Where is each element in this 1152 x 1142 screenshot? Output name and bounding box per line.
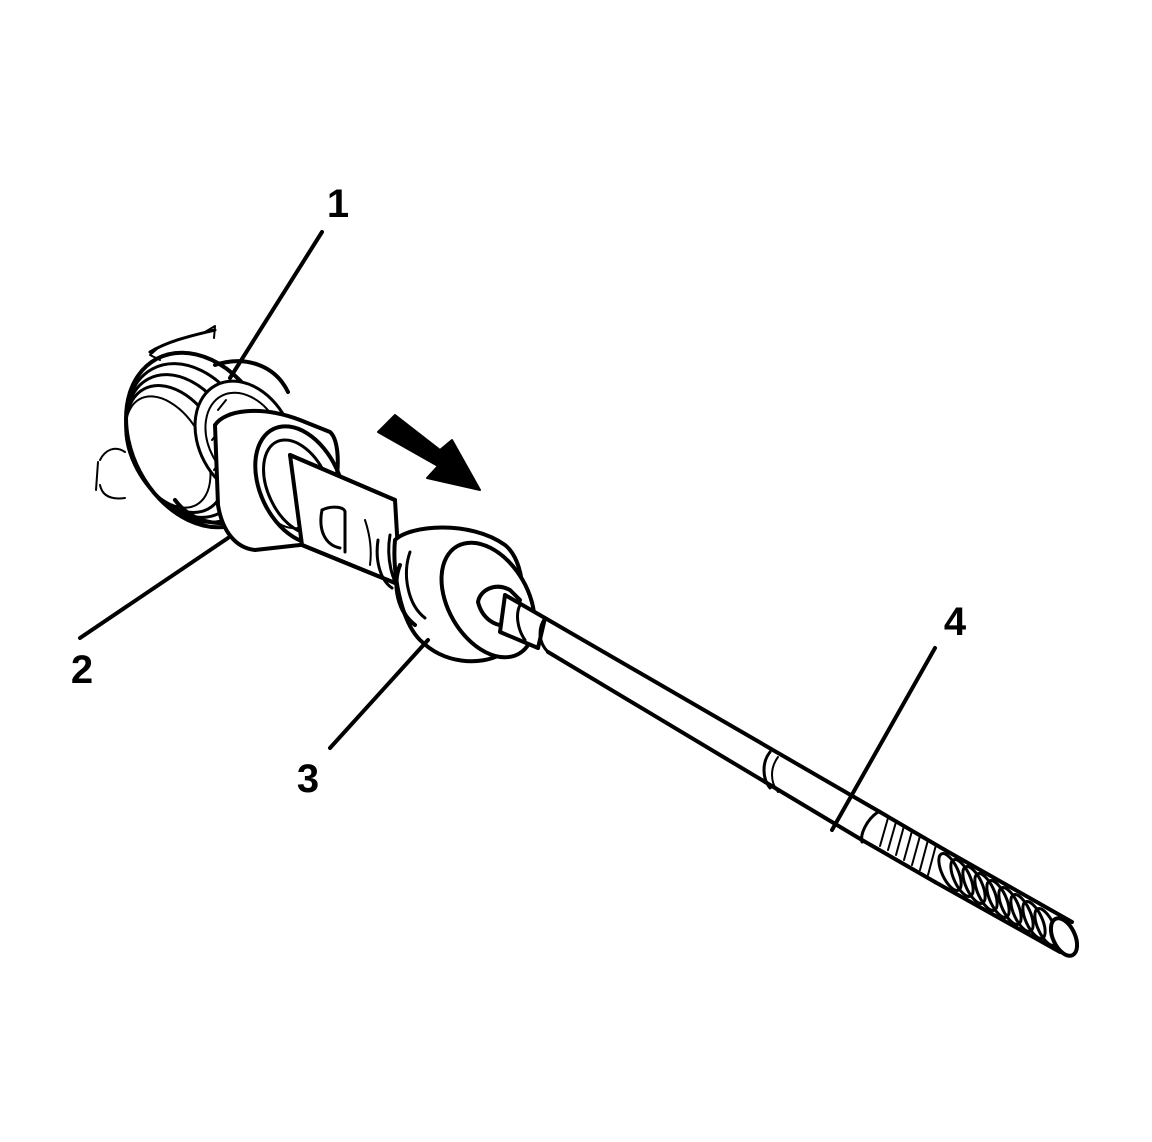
leader-lines — [78, 230, 937, 832]
callout-label-4: 4 — [944, 600, 967, 644]
leader-line-3 — [328, 638, 430, 750]
slotted-sleeve — [288, 453, 404, 594]
thread-coils — [937, 852, 1080, 958]
callout-label-3: 3 — [297, 757, 319, 801]
leader-line-1 — [228, 230, 324, 380]
direction-arrow-icon — [377, 414, 481, 491]
leader-line-4 — [830, 646, 937, 832]
callout-label-2: 2 — [71, 648, 93, 692]
threaded-shaft — [498, 593, 1080, 958]
callout-label-1: 1 — [327, 182, 349, 226]
leader-line-2 — [78, 536, 230, 640]
